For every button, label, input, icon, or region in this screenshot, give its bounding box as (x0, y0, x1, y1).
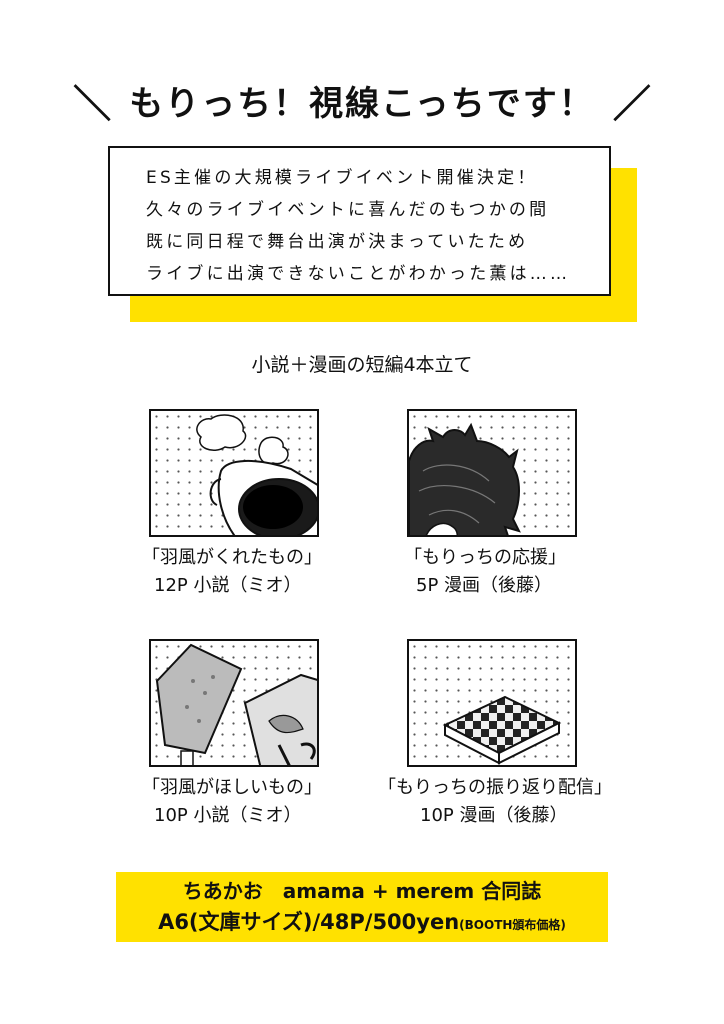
story-1-caption: 「羽風がくれたもの」 12P 小説（ミオ） (142, 544, 322, 600)
intro-line: ライブに出演できないことがわかった薫は…… (146, 264, 571, 284)
story-3-illustration (149, 639, 319, 767)
footer-authors: ちあかお amama + merem 合同誌 (182, 879, 542, 903)
story-1-illustration (149, 409, 319, 537)
story-1-info: 12P 小説（ミオ） (154, 575, 302, 596)
story-2-title: 「もりっちの応援」 (404, 547, 566, 568)
footer-price-note: (BOOTH頒布価格) (459, 918, 566, 932)
story-3-info: 10P 小説（ミオ） (154, 805, 302, 826)
story-4-info: 10P 漫画（後藤） (420, 805, 568, 826)
footer-info-banner: ちあかお amama + merem 合同誌 A6(文庫サイズ)/48P/500… (116, 872, 608, 942)
story-3-title: 「羽風がほしいもの」 (142, 777, 322, 798)
left-slash-mark: ＼ (73, 81, 112, 126)
messy-hair-icon (409, 422, 521, 535)
story-4-title: 「もりっちの振り返り配信」 (378, 777, 612, 798)
coffee-cup-icon (196, 414, 317, 535)
checkered-box-icon (442, 695, 562, 765)
story-2-illustration (407, 409, 577, 537)
subtitle: 小説＋漫画の短編4本立て (251, 354, 473, 376)
story-2-info: 5P 漫画（後藤） (416, 575, 553, 596)
footer-specs: A6(文庫サイズ)/48P/500yen(BOOTH頒布価格) (116, 906, 608, 941)
page-title: ＼ もりっち！視線こっちです！ ／ (0, 70, 724, 130)
title-text: もりっち！視線こっちです！ (129, 83, 595, 124)
intro-line: 久々のライブイベントに喜んだのもつかの間 (146, 200, 550, 220)
story-1-title: 「羽風がくれたもの」 (142, 547, 322, 568)
right-slash-mark: ／ (612, 81, 651, 126)
story-4-caption: 「もりっちの振り返り配信」 10P 漫画（後藤） (378, 774, 612, 830)
intro-box: ES主催の大規模ライブイベント開催決定！ 久々のライブイベントに喜んだのもつかの… (108, 146, 611, 296)
intro-line: 既に同日程で舞台出演が決まっていたため (146, 232, 529, 252)
story-4-illustration (407, 639, 577, 767)
footer-specs-main: A6(文庫サイズ)/48P/500yen (158, 910, 460, 934)
popsicle-icon (155, 643, 317, 765)
intro-line: ES主催の大規模ライブイベント開催決定！ (146, 168, 538, 188)
story-2-caption: 「もりっちの応援」 5P 漫画（後藤） (404, 544, 566, 600)
story-3-caption: 「羽風がほしいもの」 10P 小説（ミオ） (142, 774, 322, 830)
